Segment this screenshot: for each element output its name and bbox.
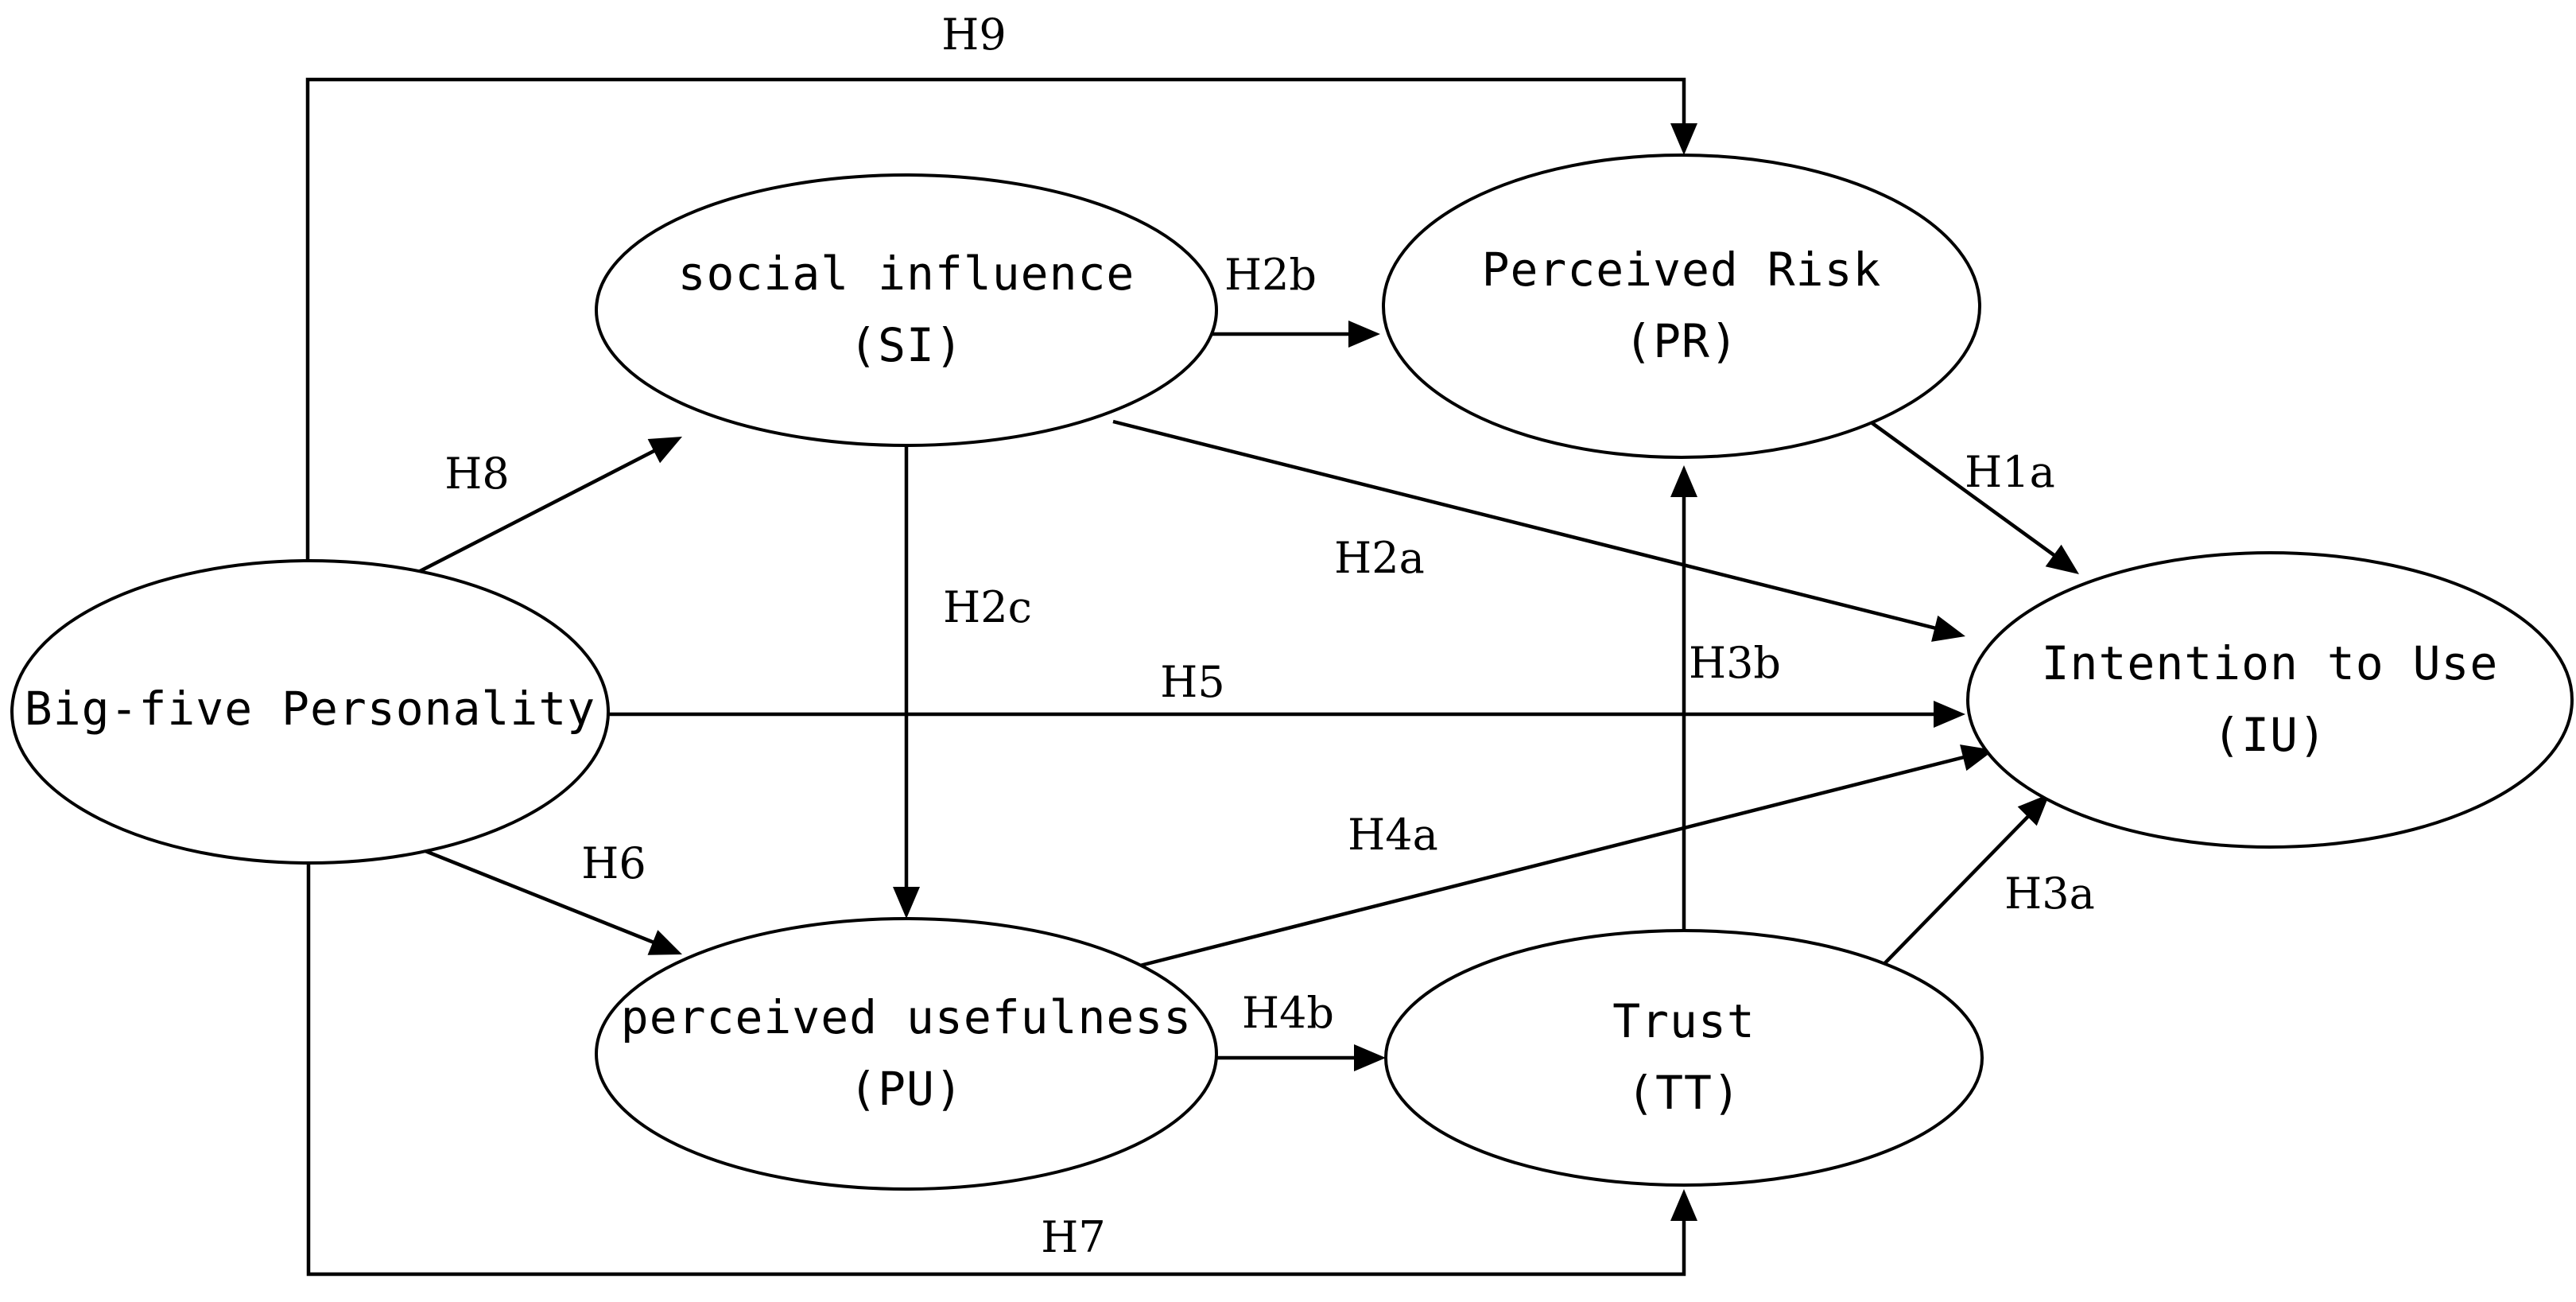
edge-h8-bp-to-si-arrowhead-icon — [647, 437, 682, 464]
edge-h9-bp-to-pr-arrowhead-icon — [1670, 123, 1697, 155]
edge-h6-bp-to-pu-arrowhead-icon — [647, 930, 682, 955]
edges-layer — [305, 77, 2079, 1277]
edge-h3b-tt-to-pr-arrowhead-icon — [1670, 465, 1697, 497]
edge-h4b-pu-to-tt-arrowhead-icon — [1354, 1044, 1386, 1071]
edge-label-h4b: H4b — [1242, 988, 1334, 1038]
edge-label-h6: H6 — [581, 838, 646, 888]
node-social-influence-shape — [595, 173, 1218, 447]
edge-h3b-tt-to-pr — [1670, 465, 1697, 948]
edge-h3a-tt-to-iu-line — [1875, 803, 2041, 974]
edge-h1a-pr-to-iu — [1868, 420, 2079, 574]
node-perceived-usefulness[interactable]: perceived usefulness (PU) — [595, 917, 1218, 1191]
node-trust-label-line1: Trust — [1612, 994, 1755, 1048]
node-perceived-risk-label-line2: (PR) — [1624, 314, 1739, 368]
node-intention-to-use[interactable]: Intention to Use (IU) — [1966, 551, 2574, 849]
edge-label-h7: H7 — [1041, 1212, 1105, 1262]
node-big-five-personality-label-line1: Big-five Personality — [25, 682, 596, 736]
node-intention-to-use-label-line2: (IU) — [2213, 708, 2327, 762]
edge-label-h2c: H2c — [943, 582, 1032, 632]
edge-label-h8: H8 — [444, 449, 509, 499]
edge-label-h2a: H2a — [1334, 533, 1425, 583]
node-social-influence-label-line1: social influence — [678, 247, 1135, 301]
edge-h8-bp-to-si-line — [400, 441, 669, 583]
edge-h4b-pu-to-tt — [1215, 1044, 1386, 1071]
edge-h2b-si-to-pr — [1185, 321, 1380, 348]
node-social-influence-label-line2: (SI) — [849, 318, 964, 372]
node-perceived-usefulness-shape — [595, 917, 1218, 1191]
edge-label-h1a: H1a — [1965, 447, 2055, 497]
edge-h2c-si-to-pu — [893, 443, 920, 919]
nodes-layer: Big-five Personality social influence (SI)… — [10, 154, 2574, 1191]
node-perceived-usefulness-label-line1: perceived usefulness — [621, 990, 1192, 1044]
node-perceived-risk[interactable]: Perceived Risk (PR) — [1382, 154, 1981, 459]
edge-h2c-si-to-pu-arrowhead-icon — [893, 887, 920, 919]
edge-h2a-si-to-iu-arrowhead-icon — [1931, 615, 1965, 642]
edge-h4a-pu-to-iu — [1136, 744, 1994, 969]
edge-label-h9: H9 — [941, 10, 1006, 60]
edge-h2a-si-to-iu-line — [1112, 419, 1953, 635]
node-big-five-personality-shape — [10, 559, 610, 865]
edge-h5-bp-to-iu-arrowhead-icon — [1934, 701, 1965, 728]
edge-h3a-tt-to-iu — [1875, 794, 2050, 974]
edge-h7-bp-to-tt-line — [306, 712, 1686, 1277]
edge-h2a-si-to-iu — [1112, 419, 1965, 642]
edge-h6-bp-to-pu-line — [401, 839, 669, 950]
node-intention-to-use-shape — [1966, 551, 2574, 849]
edge-h2b-si-to-pr-arrowhead-icon — [1348, 321, 1380, 348]
edge-h9-bp-to-pr-line — [305, 77, 1686, 712]
edge-h6-bp-to-pu — [401, 839, 682, 955]
node-perceived-risk-label-line1: Perceived Risk — [1482, 243, 1882, 297]
node-trust-label-line2: (TT) — [1627, 1066, 1741, 1120]
node-social-influence[interactable]: social influence (SI) — [595, 173, 1218, 447]
node-perceived-risk-shape — [1382, 154, 1981, 459]
edge-h7-bp-to-tt-arrowhead-icon — [1670, 1189, 1697, 1221]
edge-h1a-pr-to-iu-arrowhead-icon — [2045, 544, 2079, 574]
node-intention-to-use-label-line1: Intention to Use — [2042, 636, 2499, 690]
edge-label-h3a: H3a — [2004, 869, 2095, 919]
edge-label-h2b: H2b — [1224, 250, 1317, 300]
node-big-five-personality[interactable]: Big-five Personality — [10, 559, 610, 865]
node-perceived-usefulness-label-line2: (PU) — [849, 1062, 964, 1116]
edge-h3a-tt-to-iu-arrowhead-icon — [2017, 794, 2050, 826]
edge-h8-bp-to-si — [400, 437, 682, 583]
edge-label-h4a: H4a — [1348, 810, 1438, 860]
edge-h9-bp-to-pr — [305, 77, 1697, 712]
edge-h1a-pr-to-iu-line — [1868, 420, 2069, 566]
edge-h5-bp-to-iu — [608, 701, 1965, 728]
edge-h7-bp-to-tt — [306, 712, 1697, 1277]
edge-h4a-pu-to-iu-line — [1136, 751, 1980, 969]
node-trust-shape — [1384, 929, 1984, 1187]
node-trust[interactable]: Trust (TT) — [1384, 929, 1984, 1187]
edge-label-h3b: H3b — [1689, 638, 1781, 688]
edge-label-h5: H5 — [1160, 657, 1224, 707]
